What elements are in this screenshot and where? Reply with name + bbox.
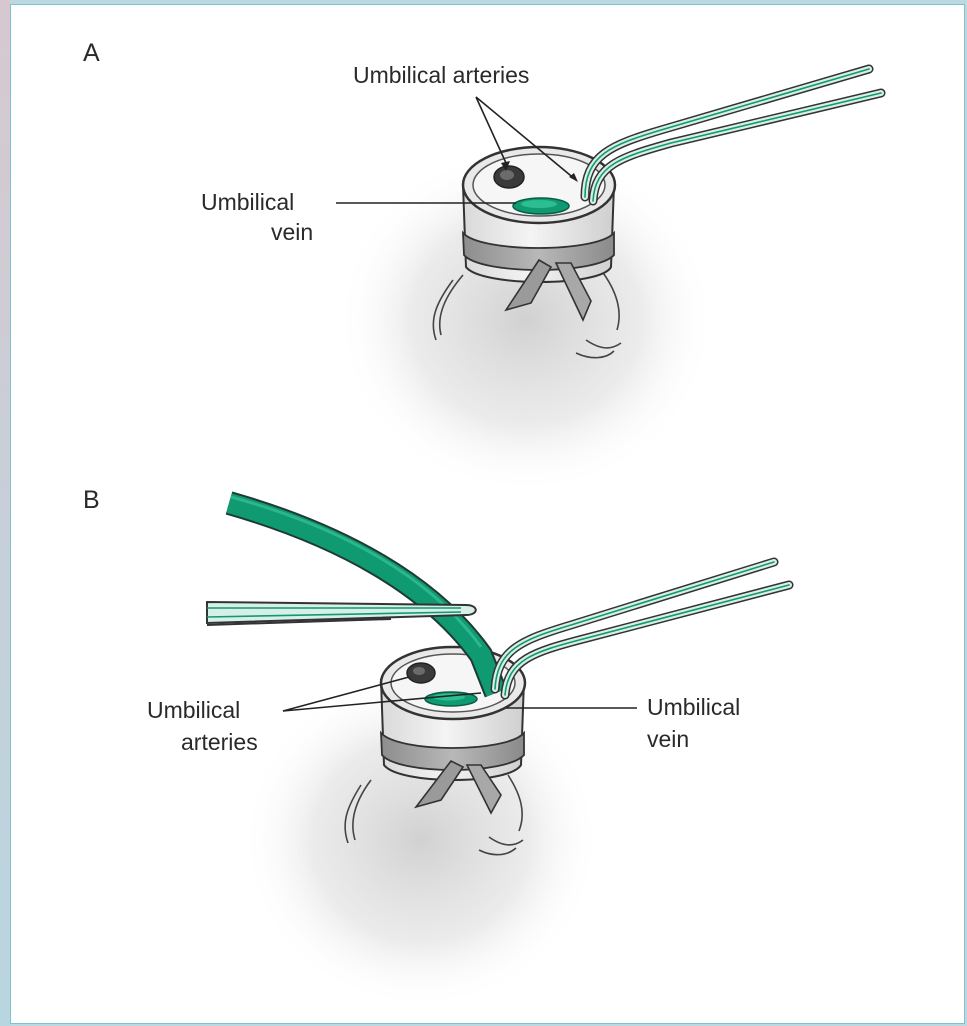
panel-a-letter: A <box>83 39 100 67</box>
panel-b: B <box>83 486 789 1010</box>
panel-b-vein-label-line2: vein <box>647 726 689 752</box>
figure-frame: A <box>10 4 965 1024</box>
panel-b-arteries-label-line2: arteries <box>181 729 258 755</box>
panel-a-arteries-label: Umbilical arteries <box>353 62 529 88</box>
left-edge-band <box>0 0 10 1026</box>
panel-a-vein-label-line1: Umbilical <box>201 189 294 215</box>
panel-b-arteries-label-line1: Umbilical <box>147 697 240 723</box>
umbilical-catheter-illustration: A <box>11 5 965 1024</box>
panel-b-letter: B <box>83 486 100 514</box>
panel-b-vein-label-line1: Umbilical <box>647 694 740 720</box>
panel-a-vein-label-line2: vein <box>271 219 313 245</box>
panel-a: A <box>83 39 881 495</box>
panel-b-dilating-forceps <box>495 562 789 695</box>
